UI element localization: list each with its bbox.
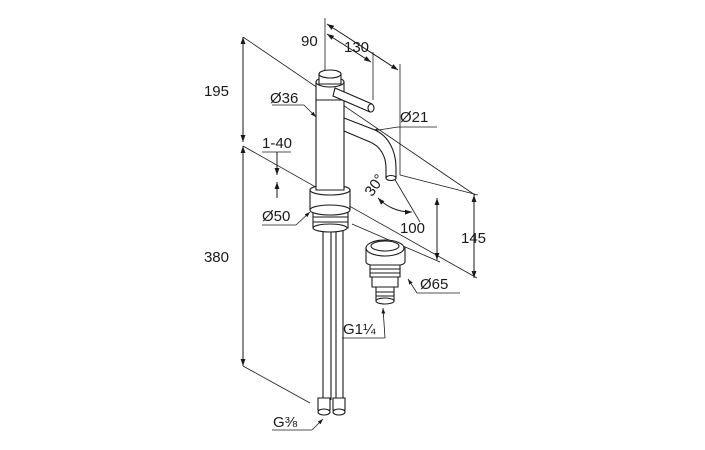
dim-195: 195: [204, 83, 229, 100]
faucet: [309, 69, 397, 416]
dim-100: 100: [400, 220, 425, 237]
dim-380: 380: [204, 249, 229, 266]
pop-up-waste: [365, 239, 406, 305]
dim-1-40: 1-40: [262, 135, 292, 152]
dimension-labels: 90 130 195 Ø36 Ø21 1-40 30° Ø50 100 145 …: [204, 33, 486, 431]
dim-dia21: Ø21: [400, 109, 428, 126]
dim-dia65: Ø65: [420, 276, 448, 293]
dim-angle-30: 30°: [361, 171, 388, 199]
dim-dia36: Ø36: [270, 90, 298, 107]
dim-130: 130: [344, 39, 369, 56]
thread-g1-1-4: G1¼: [343, 321, 376, 338]
dim-145: 145: [461, 230, 486, 247]
dim-dia50: Ø50: [262, 208, 290, 225]
thread-g3-8: G⅜: [273, 414, 298, 431]
dim-90: 90: [301, 33, 318, 50]
